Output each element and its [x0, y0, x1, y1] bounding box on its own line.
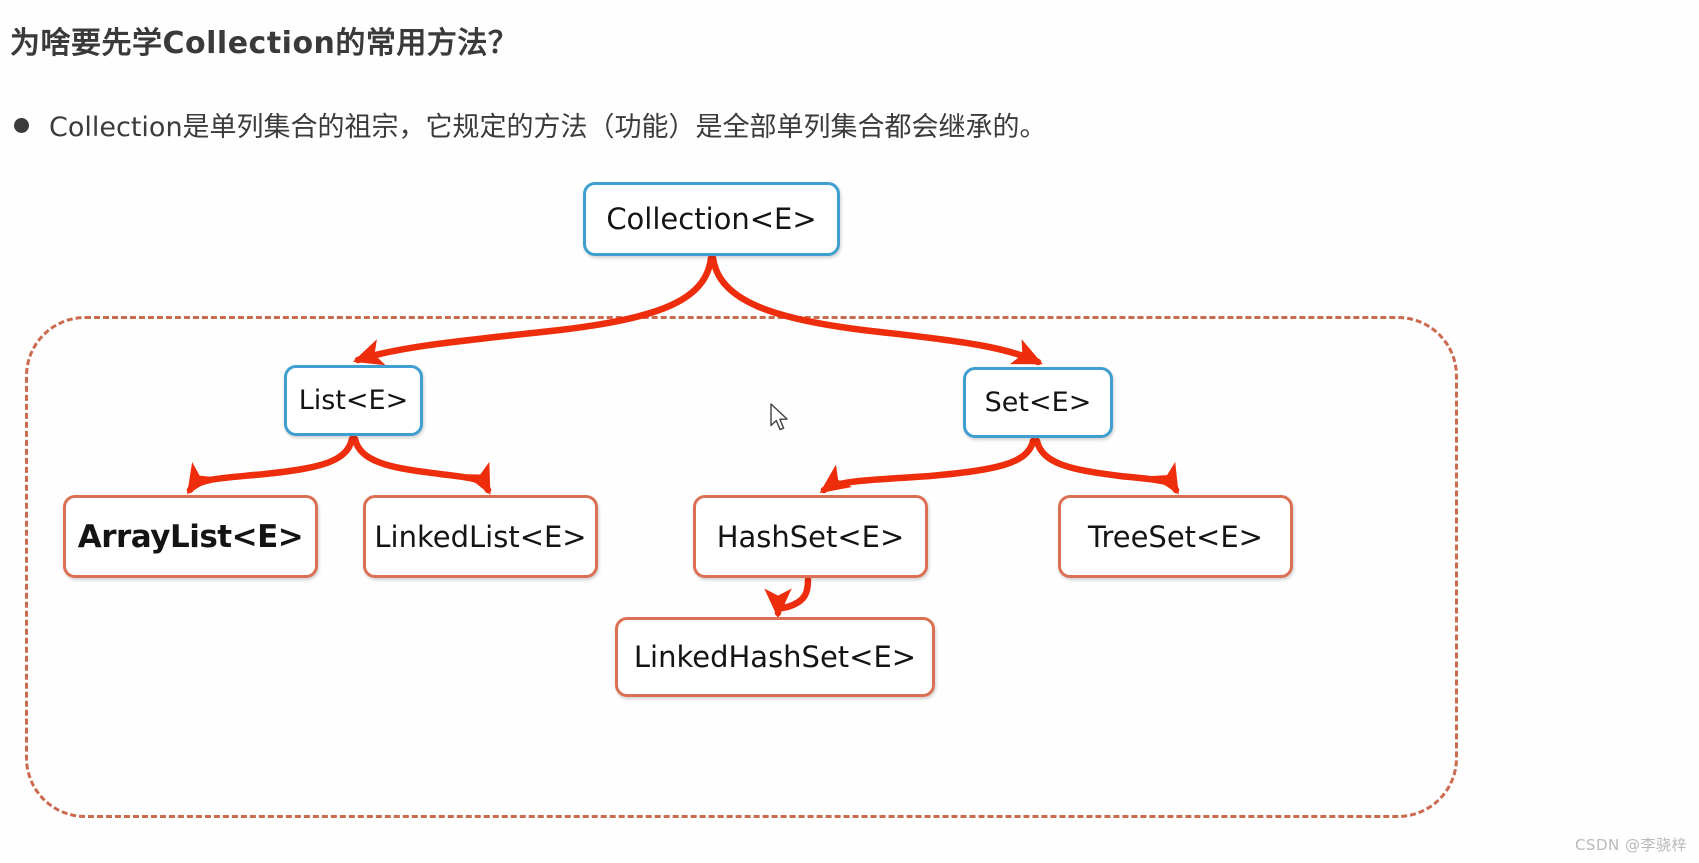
arrow-hashset-to-linkedhashset	[764, 576, 812, 619]
node-treeset[interactable]: TreeSet<E>	[1058, 495, 1293, 578]
node-linkedhashset[interactable]: LinkedHashSet<E>	[615, 617, 935, 697]
node-hashset-label: HashSet<E>	[716, 519, 905, 554]
watermark: CSDN @李骁梓	[1574, 836, 1687, 854]
arrow-set-to-treeset	[1033, 437, 1180, 495]
node-list[interactable]: List<E>	[284, 365, 423, 436]
node-collection[interactable]: Collection<E>	[583, 182, 840, 256]
arrow-set-to-hashset	[819, 437, 1037, 494]
arrow-list-to-arraylist	[186, 435, 356, 495]
page-title: 为啥要先学Collection的常用方法？	[10, 26, 519, 61]
node-set[interactable]: Set<E>	[963, 367, 1113, 438]
node-linkedhashset-label: LinkedHashSet<E>	[633, 640, 917, 674]
node-linkedlist[interactable]: LinkedList<E>	[363, 495, 598, 578]
arrow-collection-to-set	[709, 254, 1043, 366]
arrow-collection-to-list	[352, 254, 715, 366]
bullet-item-text: Collection是单列集合的祖宗，它规定的方法（功能）是全部单列集合都会继承…	[49, 112, 1047, 143]
node-arraylist-label: ArrayList<E>	[77, 518, 304, 555]
node-set-label: Set<E>	[984, 387, 1092, 418]
node-hashset[interactable]: HashSet<E>	[693, 495, 928, 578]
node-treeset-label: TreeSet<E>	[1088, 519, 1263, 554]
arrow-list-to-linkedlist	[351, 435, 492, 495]
bullet-item: Collection是单列集合的祖宗，它规定的方法（功能）是全部单列集合都会继承…	[14, 105, 1047, 144]
node-list-label: List<E>	[298, 385, 409, 416]
node-arraylist[interactable]: ArrayList<E>	[63, 495, 318, 578]
bullet-dot-icon	[14, 118, 29, 133]
node-linkedlist-label: LinkedList<E>	[374, 519, 587, 554]
node-collection-label: Collection<E>	[606, 202, 817, 236]
